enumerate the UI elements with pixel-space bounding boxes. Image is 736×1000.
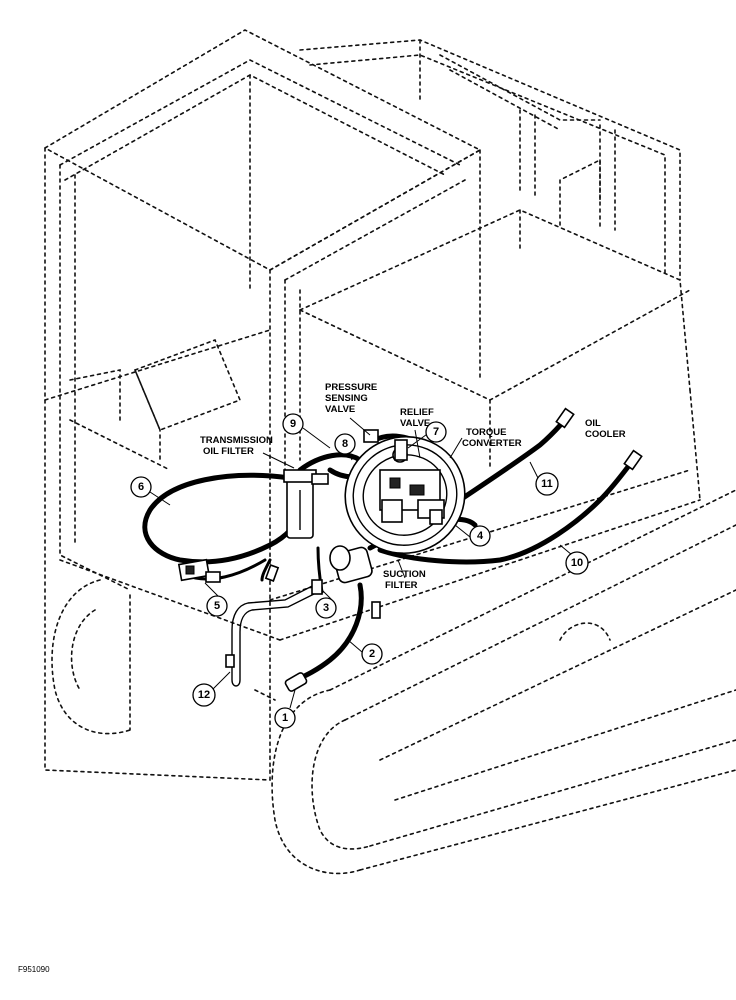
svg-text:12: 12 — [198, 689, 210, 701]
svg-text:VALVE: VALVE — [400, 418, 430, 429]
hose-6 — [142, 472, 308, 565]
svg-text:SENSING: SENSING — [325, 393, 368, 404]
svg-text:11: 11 — [541, 478, 553, 490]
svg-text:7: 7 — [433, 426, 439, 438]
svg-text:5: 5 — [214, 600, 220, 612]
suction-filter-label: SUCTION — [383, 569, 426, 580]
oil-cooler-label: OIL — [585, 418, 601, 429]
transmission-oil-filter-icon — [283, 469, 329, 539]
svg-text:VALVE: VALVE — [325, 404, 355, 415]
callout-10: 10 — [565, 551, 589, 575]
svg-text:3: 3 — [323, 602, 329, 614]
torque-converter-label: TORQUE — [466, 427, 506, 438]
svg-text:FILTER: FILTER — [385, 580, 418, 591]
suction-hose-end-icon — [284, 672, 308, 692]
svg-text:6: 6 — [138, 481, 144, 493]
callout-4: 4 — [469, 525, 491, 547]
svg-text:2: 2 — [369, 648, 375, 660]
svg-text:OIL FILTER: OIL FILTER — [203, 446, 254, 457]
svg-text:4: 4 — [477, 530, 484, 542]
callout-1: 1 — [274, 707, 296, 729]
callouts: 1 2 3 4 5 6 7 8 — [130, 413, 589, 729]
callout-6: 6 — [130, 476, 152, 498]
svg-text:9: 9 — [290, 418, 296, 430]
svg-text:CONVERTER: CONVERTER — [462, 438, 522, 449]
callout-7: 7 — [425, 421, 447, 443]
callout-11: 11 — [535, 472, 559, 496]
components — [177, 407, 643, 692]
leader-lines — [149, 417, 573, 709]
pipe-12 — [225, 581, 323, 687]
text-labels: PRESSURE SENSING VALVE RELIEF VALVE TORQ… — [200, 382, 626, 591]
svg-text:1: 1 — [282, 712, 288, 724]
figure-id: F951090 — [18, 965, 50, 974]
callout-3: 3 — [315, 597, 337, 619]
pressure-sensing-valve-label: PRESSURE — [325, 382, 377, 393]
callout-8: 8 — [334, 433, 356, 455]
relief-valve-label: RELIEF — [400, 407, 434, 418]
hose-10 — [377, 459, 635, 565]
callout-12: 12 — [192, 683, 216, 707]
valve-block-icon — [363, 429, 445, 525]
suction-filter-icon — [329, 545, 381, 619]
transmission-oil-filter-label: TRANSMISSION — [200, 435, 273, 446]
svg-text:COOLER: COOLER — [585, 429, 626, 440]
svg-text:10: 10 — [571, 557, 583, 569]
callout-9: 9 — [282, 413, 304, 435]
hose-11 — [457, 417, 568, 503]
callout-5: 5 — [206, 595, 228, 617]
svg-text:8: 8 — [342, 438, 348, 450]
machine-outline — [43, 29, 736, 875]
control-valve-icon — [177, 558, 221, 583]
callout-2: 2 — [361, 643, 383, 665]
